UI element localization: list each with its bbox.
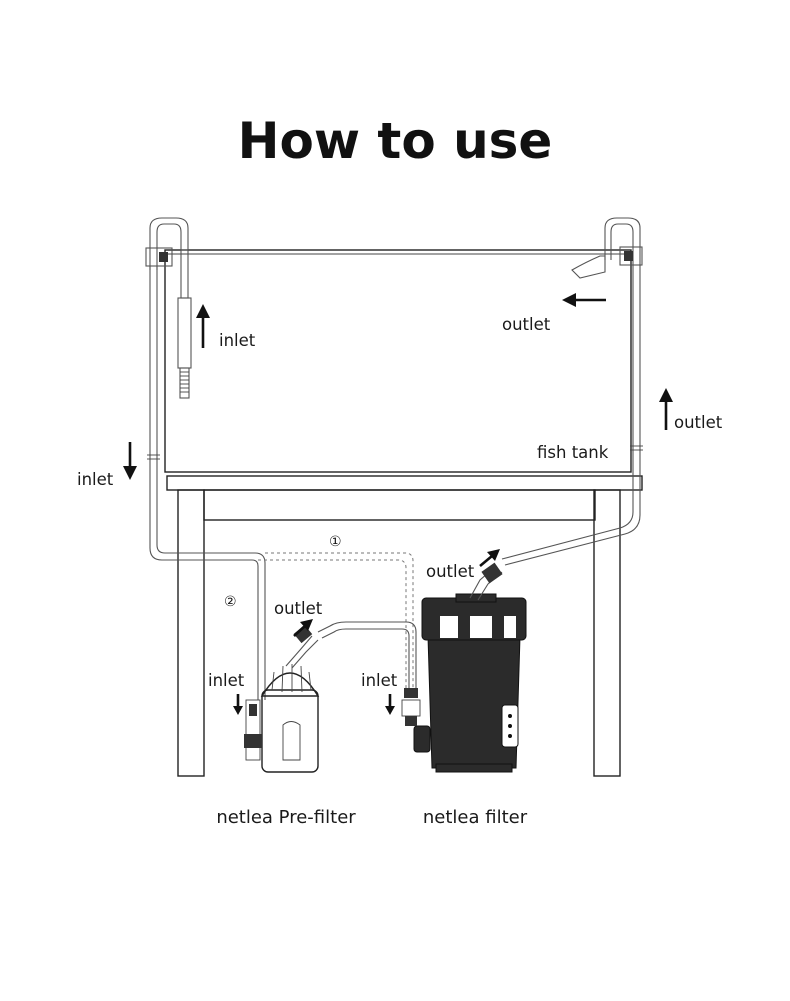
fish-tank <box>164 249 632 473</box>
arrow-down-icon <box>123 442 137 480</box>
arrow-up-icon <box>196 304 210 348</box>
side-inlet-label: inlet <box>77 470 114 489</box>
arrow-down-icon <box>233 694 243 715</box>
arrow-down-icon <box>385 694 395 715</box>
arrow-left-icon <box>562 293 606 307</box>
canister-filter-device <box>401 562 527 773</box>
tank-inlet-label: inlet <box>219 331 256 350</box>
fish-tank-label: fish tank <box>537 443 609 462</box>
prefilter-outlet-label: outlet <box>274 599 323 618</box>
page-title: How to use <box>237 112 553 170</box>
connect-hose <box>317 621 417 690</box>
route-2-marker: ② <box>224 594 237 610</box>
arrow-diagonal-icon <box>479 549 500 567</box>
side-outlet-label: outlet <box>674 413 723 432</box>
route-1-marker: ① <box>329 534 342 550</box>
prefilter-caption: netlea Pre-filter <box>216 807 356 828</box>
filter-outlet-label: outlet <box>426 562 475 581</box>
filter-caption: netlea filter <box>423 807 528 828</box>
stand-table <box>166 475 643 777</box>
arrow-up-icon <box>659 388 673 430</box>
filter-inlet-label: inlet <box>361 671 398 690</box>
arrow-diagonal-icon <box>293 619 313 637</box>
inlet-pipe <box>145 217 266 700</box>
outlet-pipe <box>501 217 643 566</box>
route-1-bypass <box>258 552 414 690</box>
tank-outlet-label: outlet <box>502 315 551 334</box>
prefilter-inlet-label: inlet <box>208 671 245 690</box>
pre-filter-device <box>244 624 320 773</box>
